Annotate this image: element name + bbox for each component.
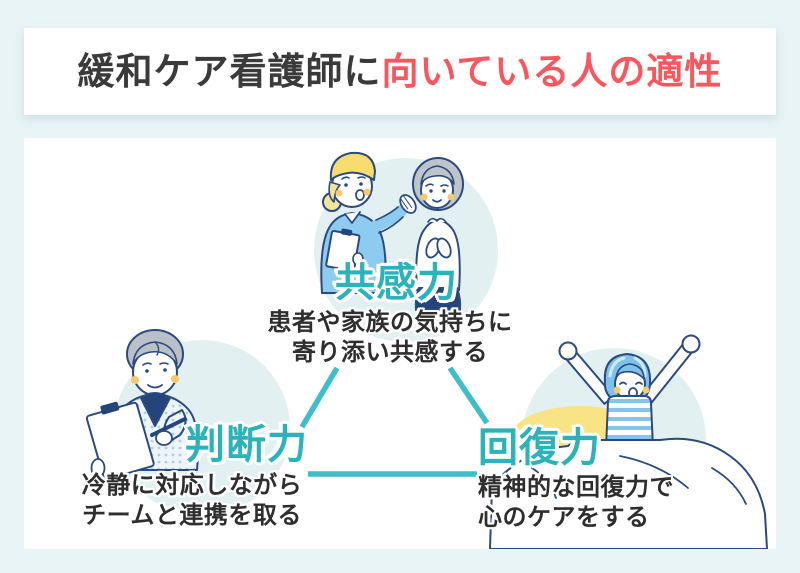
keyword-empathy: 共感力 <box>335 261 458 305</box>
page-title-accent-part: 向いている人の適性 <box>381 51 723 92</box>
desc-recovery: 精神的な回復力で 心のケアをする <box>478 473 718 533</box>
triangle-line-right <box>447 366 490 425</box>
man-writing-illustration <box>85 329 199 481</box>
page-title: 緩和ケア看護師に向いている人の適性 <box>78 53 723 90</box>
desc-empathy-line1: 患者や家族の気持ちに <box>267 309 513 336</box>
main-panel: 共感力 患者や家族の気持ちに 寄り添い共感する 判断力 冷静に対応しながら チー… <box>24 138 776 549</box>
desc-judgment: 冷静に対応しながら チームと連携を取る <box>75 471 309 531</box>
desc-empathy: 患者や家族の気持ちに 寄り添い共感する <box>260 308 520 368</box>
triangle-line-left <box>299 366 340 429</box>
keyword-judgment: 判断力 <box>185 423 308 467</box>
woman-waking-illustration <box>489 334 768 549</box>
desc-recovery-line1: 精神的な回復力で <box>478 474 674 501</box>
keyword-recovery: 回復力 <box>478 426 601 470</box>
desc-judgment-line1: 冷静に対応しながら <box>81 472 303 499</box>
page-title-dark-part: 緩和ケア看護師に <box>77 51 382 92</box>
header-banner: 緩和ケア看護師に向いている人の適性 <box>24 28 776 115</box>
nurse-and-patient-illustration <box>320 151 464 311</box>
desc-empathy-line2: 寄り添い共感する <box>292 339 488 366</box>
desc-judgment-line2: チームと連携を取る <box>82 502 302 529</box>
infographic-canvas <box>85 151 768 549</box>
desc-recovery-line2: 心のケアをする <box>478 504 650 531</box>
triangle-lines <box>299 366 490 477</box>
